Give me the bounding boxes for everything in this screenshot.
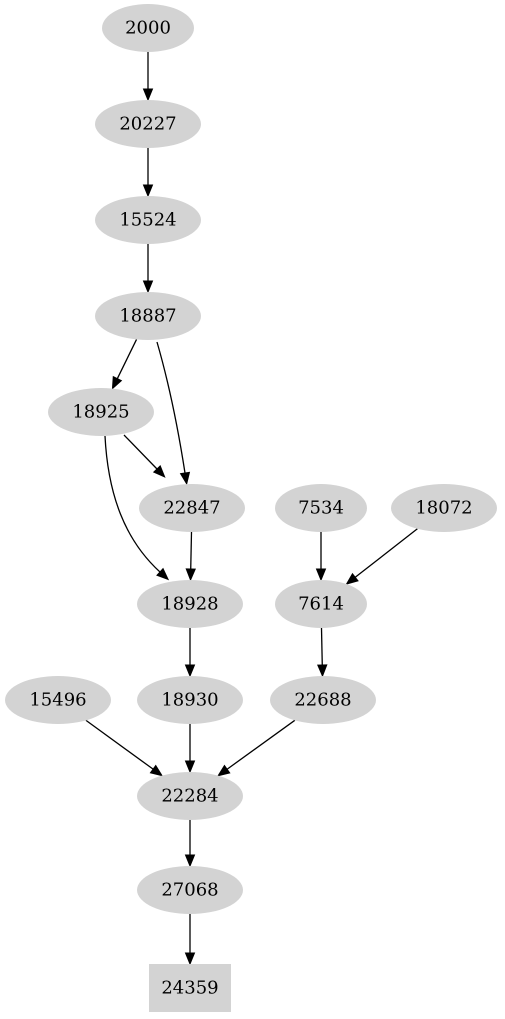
node-shape [139,484,245,532]
edge-18887-to-18925-line [116,339,138,379]
node-15524: 15524 [95,196,201,244]
edge-15524-to-18887 [142,244,154,294]
edge-18887-to-22847 [156,341,191,486]
edge-18925-to-22847 [123,434,166,478]
edge-15496-to-22284-arrowhead [149,764,164,777]
node-18072: 18072 [391,484,497,532]
node-shape [137,580,243,628]
node-label: 22847 [163,498,220,519]
edge-18887-to-22847-line [156,341,186,474]
node-shape [137,772,243,820]
edge-22847-to-18928-arrowhead [185,568,196,582]
node-label: 7614 [298,594,344,615]
edge-2000-to-20227-arrowhead [142,88,154,102]
node-layer: 2000 20227 15524 18887 18925 22847 7534 18072 18… [5,4,497,1012]
edge-18928-to-18930 [184,628,196,678]
node-7614: 7614 [275,580,367,628]
node-22688: 22688 [270,676,376,724]
edge-layer [85,52,418,966]
edge-18928-to-18930-arrowhead [184,664,196,678]
node-shape [95,292,201,340]
node-shape [48,388,154,436]
edge-22847-to-18928-line [190,531,193,570]
edge-7614-to-22688-arrowhead [317,664,328,678]
edge-7534-to-7614-arrowhead [315,568,327,582]
edge-22847-to-18928 [185,531,196,582]
edge-18925-to-18928-line [104,435,161,573]
node-22284: 22284 [137,772,243,820]
edge-27068-to-24359 [184,914,196,966]
edge-22284-to-27068-arrowhead [184,854,196,868]
node-2000: 2000 [102,4,194,52]
node-label: 18887 [119,306,176,327]
node-shape [102,4,194,52]
node-label: 22284 [161,786,218,807]
node-label: 15524 [119,210,176,231]
node-18930: 18930 [137,676,243,724]
node-27068: 27068 [137,866,243,914]
edge-18925-to-18928-arrowhead [156,567,170,581]
edge-22688-to-22284 [217,719,296,777]
edge-15496-to-22284-line [85,719,154,770]
node-shape [95,196,201,244]
node-20227: 20227 [95,100,201,148]
edge-22688-to-22284-arrowhead [217,764,231,777]
node-15496: 15496 [5,676,111,724]
node-7534: 7534 [275,484,367,532]
edge-18072-to-7614 [345,528,418,585]
edge-18072-to-7614-arrowhead [345,572,359,585]
edge-18072-to-7614-line [354,528,418,578]
node-label: 2000 [125,18,171,39]
node-22847: 22847 [139,484,245,532]
node-shape [275,484,367,532]
node-18925: 18925 [48,388,154,436]
node-label: 20227 [119,114,176,135]
node-24359: 24359 [149,964,231,1012]
edge-7534-to-7614 [315,532,327,582]
node-18928: 18928 [137,580,243,628]
node-label: 18930 [161,690,218,711]
node-shape [149,964,231,1012]
edge-15496-to-22284 [85,719,164,777]
node-label: 15496 [29,690,86,711]
edge-22284-to-27068 [184,820,196,868]
edge-18925-to-22847-arrowhead [152,464,166,478]
node-label: 18925 [72,402,129,423]
edge-7614-to-22688-line [320,627,323,666]
node-label: 18928 [161,594,218,615]
node-shape [137,676,243,724]
edge-27068-to-24359-arrowhead [184,952,196,966]
edge-18930-to-22284 [184,724,196,774]
node-shape [137,866,243,914]
edge-18887-to-18925 [111,339,138,390]
edge-2000-to-20227 [142,52,154,102]
node-shape [95,100,201,148]
node-shape [5,676,111,724]
node-18887: 18887 [95,292,201,340]
edge-20227-to-15524 [142,148,154,198]
edge-7614-to-22688 [317,627,328,678]
edge-18925-to-18928 [104,435,170,581]
edge-18887-to-22847-arrowhead [179,471,191,486]
edge-20227-to-15524-arrowhead [142,184,154,198]
node-label: 27068 [161,880,218,901]
node-label: 22688 [294,690,351,711]
edge-18887-to-18925-arrowhead [111,375,123,390]
edge-18930-to-22284-arrowhead [184,760,196,774]
node-shape [270,676,376,724]
edge-22688-to-22284-line [226,719,296,770]
node-shape [275,580,367,628]
edge-15524-to-18887-arrowhead [142,280,154,294]
edge-18925-to-22847-line [123,434,158,470]
node-label: 7534 [298,498,344,519]
node-label: 18072 [415,498,472,519]
node-label: 24359 [161,978,218,999]
node-shape [391,484,497,532]
